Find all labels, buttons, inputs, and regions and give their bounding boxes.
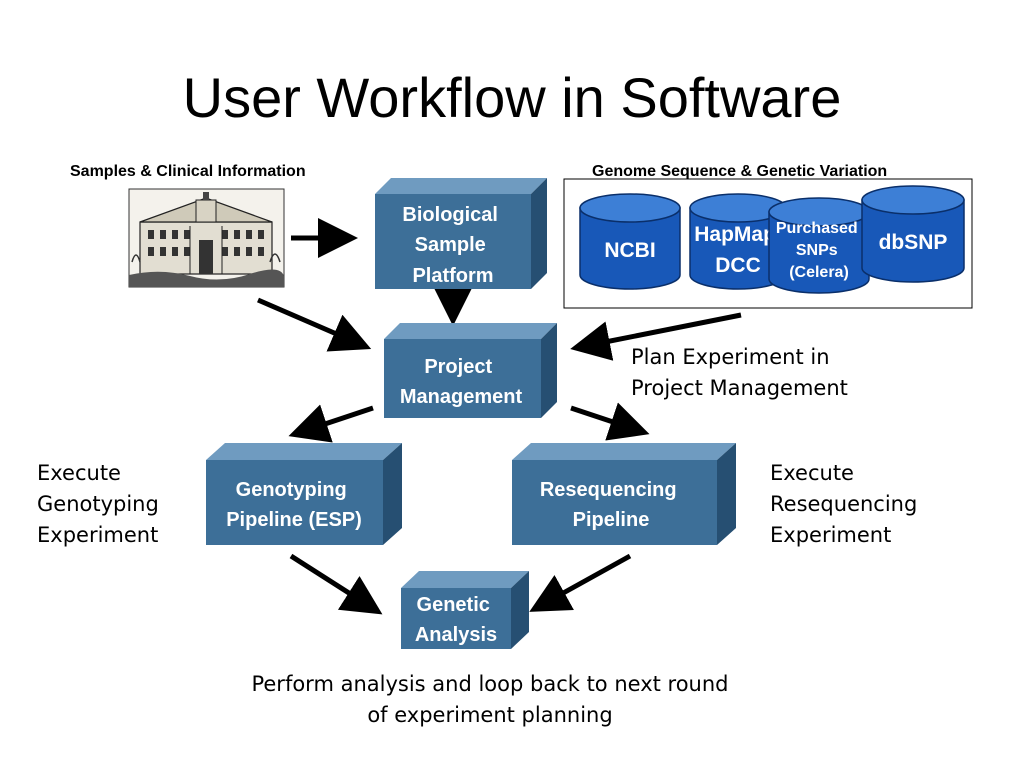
genotyping-pipeline-box: Genotyping Pipeline (ESP) — [206, 443, 402, 545]
hapmap-database-cylinder: HapMap DCC — [689, 193, 787, 290]
dbsnp-label: dbSNP — [879, 231, 948, 254]
svg-text:Resequencing Pipeline: Resequencing Pipeline — [540, 479, 682, 531]
purchased-label-1: Purchased — [776, 220, 858, 237]
genotyping-label-1: Genotyping — [236, 479, 347, 501]
resequencing-pipeline-box: Resequencing Pipeline — [512, 443, 736, 545]
svg-text:Purchased SNPs (Ce: Purchased SNPs (Celera) — [776, 220, 862, 281]
svg-text:dbSNP: dbSNP — [879, 231, 948, 254]
arrow-databases-to-project — [570, 312, 742, 361]
svg-text:NCBI: NCBI — [604, 239, 655, 262]
svg-text:HapMap DCC: HapMap DCC — [694, 223, 782, 277]
genotyping-note: Execute Genotyping Experiment — [37, 461, 159, 547]
purchased-snps-database-cylinder: Purchased SNPs (Celera) — [768, 197, 870, 294]
samples-label: Samples & Clinical Information — [70, 163, 306, 180]
svg-text:Biological Sample: Biological Sample Platform — [402, 204, 503, 287]
resequencing-label-2: Pipeline — [573, 509, 650, 531]
hospital-engraving-image — [128, 188, 285, 288]
project-management-label-1: Project — [424, 356, 492, 378]
svg-text:Project Management: Project Management — [400, 356, 523, 408]
genetic-analysis-box: Genetic Analysis — [401, 571, 529, 649]
genotyping-label-2: Pipeline (ESP) — [226, 509, 362, 531]
biological-sample-label-3: Platform — [412, 265, 493, 287]
arrow-project-to-genotyping — [288, 404, 374, 443]
database-group-frame — [563, 178, 973, 309]
arrow-project-to-resequencing — [570, 402, 650, 441]
arrow-genotyping-to-analysis — [289, 553, 383, 615]
ncbi-label: NCBI — [604, 239, 655, 262]
plan-note: Plan Experiment in Project Management — [631, 345, 848, 400]
project-management-label-2: Management — [400, 386, 523, 408]
svg-text:Genetic Analysis: Genetic Analysis — [415, 594, 497, 646]
arrows-group — [257, 218, 742, 615]
resequencing-label-1: Resequencing — [540, 479, 677, 501]
genome-label: Genome Sequence & Genetic Variation — [592, 163, 888, 180]
resequencing-note: Execute Resequencing Experiment — [770, 461, 918, 547]
biological-sample-label-2: Sample — [415, 234, 486, 256]
hapmap-label-2: DCC — [715, 254, 761, 277]
genetic-analysis-label-2: Analysis — [415, 624, 497, 646]
purchased-label-2: SNPs — [796, 242, 838, 259]
svg-text:Genotyping Pipeline (ESP: Genotyping Pipeline (ESP) — [226, 479, 362, 531]
arrow-resequencing-to-analysis — [529, 553, 632, 612]
biological-sample-platform-box: Biological Sample Platform — [375, 178, 547, 289]
ncbi-database-cylinder: NCBI — [579, 193, 681, 290]
project-management-box: Project Management — [384, 323, 557, 418]
hapmap-label-1: HapMap — [694, 223, 776, 246]
genetic-analysis-label-1: Genetic — [417, 594, 490, 616]
dbsnp-database-cylinder: dbSNP — [861, 185, 965, 283]
biological-sample-label-1: Biological — [402, 204, 498, 226]
analysis-note: Perform analysis and loop back to next r… — [251, 672, 729, 727]
purchased-label-3: (Celera) — [789, 264, 849, 281]
page-title: User Workflow in Software — [182, 66, 842, 129]
arrow-image-to-project — [257, 297, 372, 352]
